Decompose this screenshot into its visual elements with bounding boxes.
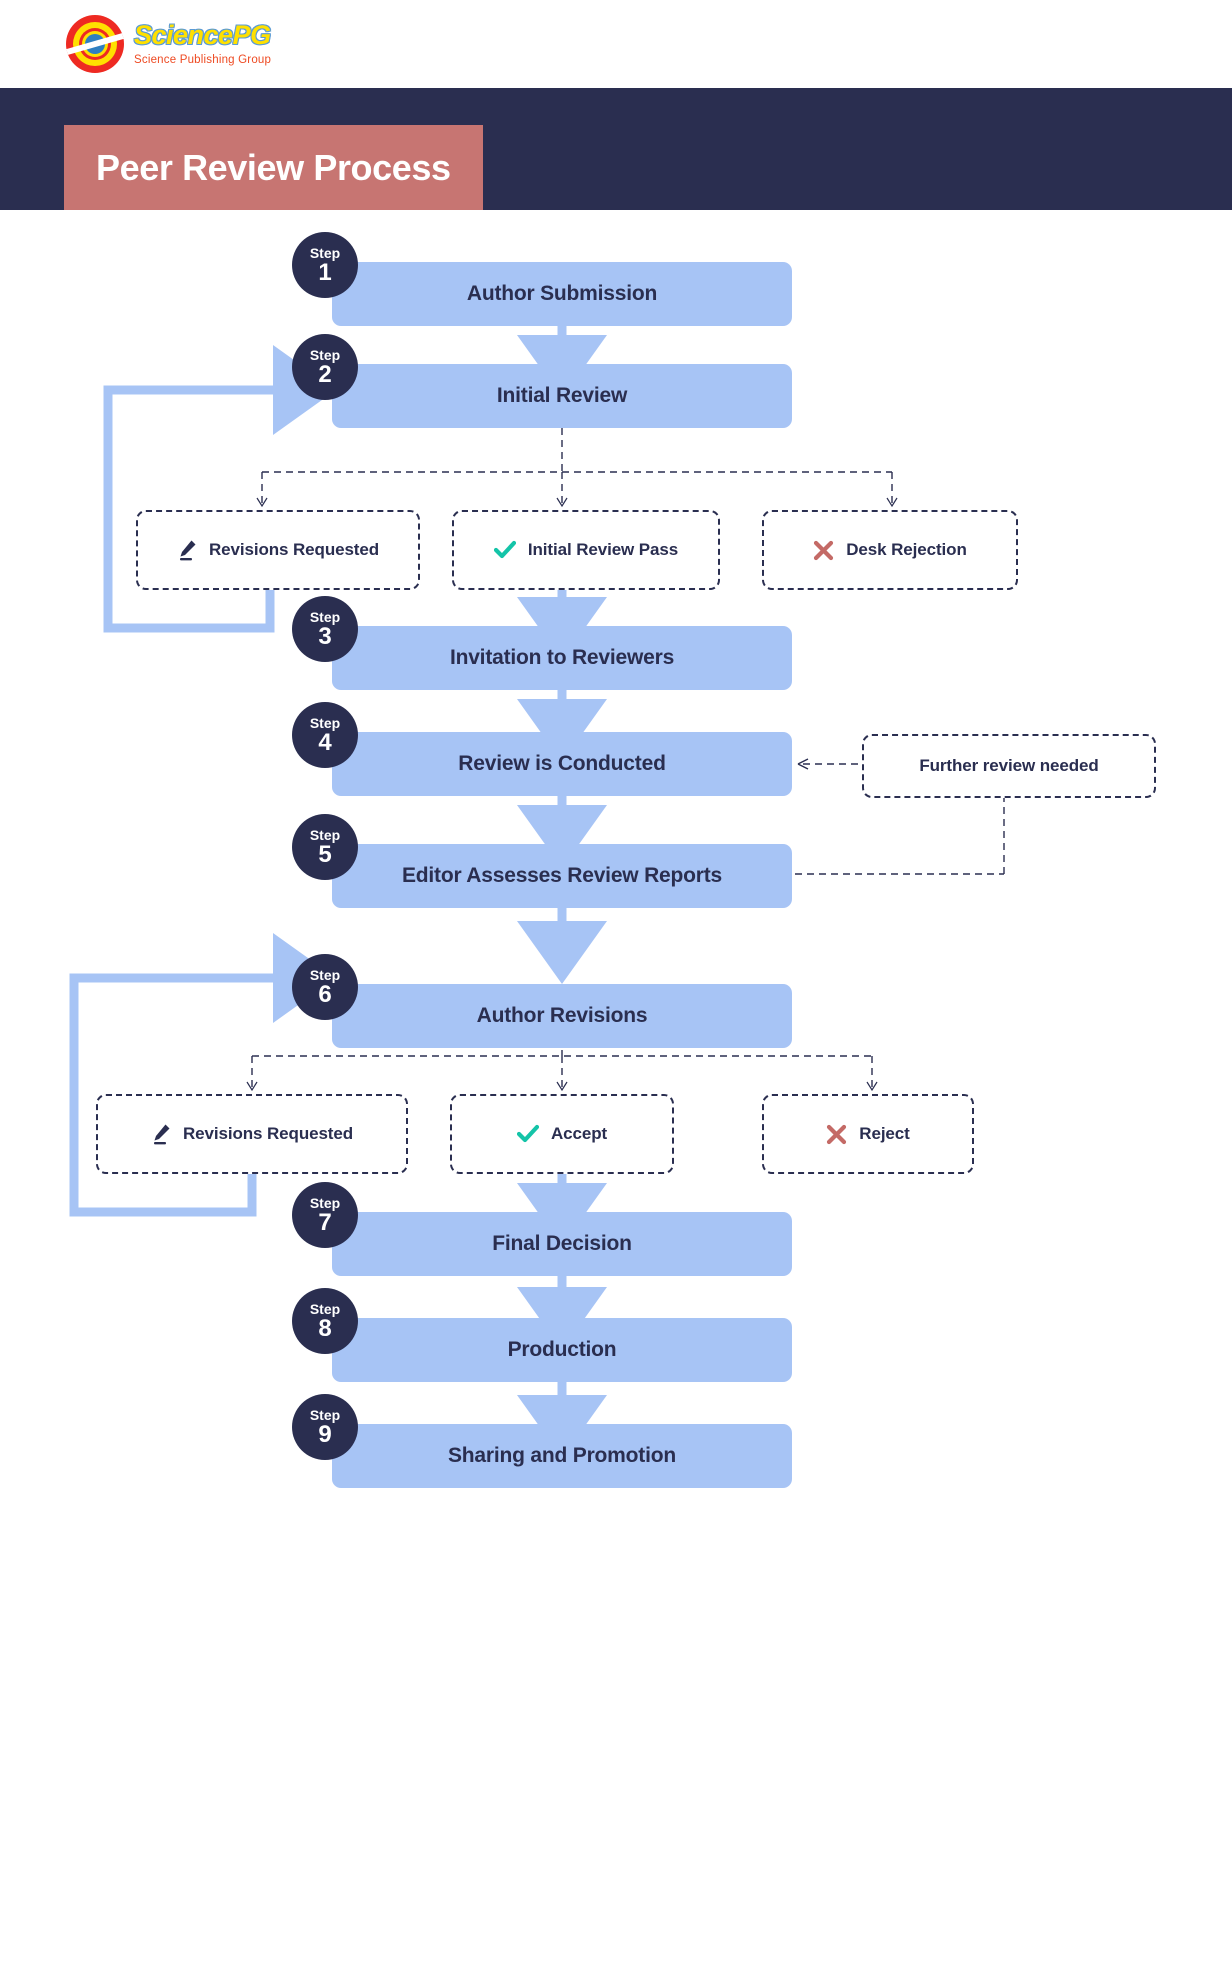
branch-revisions-requested-2[interactable]: Revisions Requested <box>96 1094 408 1174</box>
branch-initial-review-pass[interactable]: Initial Review Pass <box>452 510 720 590</box>
step-bar-5[interactable]: Editor Assesses Review Reports <box>332 844 792 908</box>
step-bar-9[interactable]: Sharing and Promotion <box>332 1424 792 1488</box>
note-further-review-needed[interactable]: Further review needed <box>862 734 1156 798</box>
brand-name: SciencePG <box>134 19 271 50</box>
step-number-1: 1 <box>318 258 332 286</box>
step-bar-8[interactable]: Production <box>332 1318 792 1382</box>
step-label-5: Editor Assesses Review Reports <box>401 864 723 887</box>
step-badge-4: Step 4 <box>292 702 358 768</box>
flowchart-canvas: Author Submission Step 1 Initial Review … <box>0 210 1232 1986</box>
step-number-7: 7 <box>318 1208 332 1236</box>
step-number-6: 6 <box>318 980 332 1008</box>
step-bar-6[interactable]: Author Revisions <box>332 984 792 1048</box>
step-badge-7: Step 7 <box>292 1182 358 1248</box>
step-badge-6: Step 6 <box>292 954 358 1020</box>
step-badge-3: Step 3 <box>292 596 358 662</box>
step-word-5: Step <box>309 826 341 843</box>
page-banner: Peer Review Process <box>0 88 1232 210</box>
cross-icon <box>826 1124 847 1145</box>
pencil-icon <box>177 539 197 561</box>
logo-bar: SciencePG Science Publishing Group <box>0 0 1232 88</box>
step-label-7: Final Decision <box>492 1232 632 1255</box>
step-bar-1[interactable]: Author Submission <box>332 262 792 326</box>
page-title: Peer Review Process <box>96 146 451 188</box>
step-label-3: Invitation to Reviewers <box>449 646 675 669</box>
step-label-9: Sharing and Promotion <box>448 1444 676 1467</box>
branch-desk-rejection[interactable]: Desk Rejection <box>762 510 1018 590</box>
step-word-7: Step <box>309 1194 341 1211</box>
step-badge-8: Step 8 <box>292 1288 358 1354</box>
step-number-3: 3 <box>318 622 332 650</box>
step-word-8: Step <box>309 1300 341 1317</box>
step-badge-9: Step 9 <box>292 1394 358 1460</box>
branch-revisions-requested-1[interactable]: Revisions Requested <box>136 510 420 590</box>
step-number-5: 5 <box>318 840 332 868</box>
check-icon <box>493 540 516 560</box>
brand-tagline: Science Publishing Group <box>134 53 272 66</box>
check-icon <box>516 1124 539 1144</box>
branch-reject[interactable]: Reject <box>762 1094 974 1174</box>
brand-logo: SciencePG Science Publishing Group <box>66 15 271 73</box>
step-bar-4[interactable]: Review is Conducted <box>332 732 792 796</box>
step-word-1: Step <box>309 244 341 261</box>
branch-label: Reject <box>859 1124 910 1143</box>
pencil-icon <box>151 1123 171 1145</box>
step-number-2: 2 <box>318 360 332 388</box>
branch-label: Desk Rejection <box>846 540 967 559</box>
step-word-3: Step <box>309 608 341 625</box>
step-label-6: Author Revisions <box>476 1004 648 1027</box>
step-badge-5: Step 5 <box>292 814 358 880</box>
page-title-box: Peer Review Process <box>64 125 483 210</box>
step-label-8: Production <box>507 1338 617 1361</box>
step-word-2: Step <box>309 346 341 363</box>
step-bar-7[interactable]: Final Decision <box>332 1212 792 1276</box>
step-badge-1: Step 1 <box>292 232 358 298</box>
step-bar-2[interactable]: Initial Review <box>332 364 792 428</box>
sciencepg-circle-logo-icon <box>66 15 124 73</box>
step-word-4: Step <box>309 714 341 731</box>
step-bar-3[interactable]: Invitation to Reviewers <box>332 626 792 690</box>
step-word-9: Step <box>309 1406 341 1423</box>
step-label-4: Review is Conducted <box>458 752 666 775</box>
branch-label: Initial Review Pass <box>527 540 679 559</box>
step-badge-2: Step 2 <box>292 334 358 400</box>
step-word-6: Step <box>309 966 341 983</box>
branch-label: Revisions Requested <box>182 1124 354 1143</box>
step-number-4: 4 <box>318 728 332 756</box>
step-label-2: Initial Review <box>496 384 628 407</box>
branch-label: Revisions Requested <box>208 540 380 559</box>
step-number-9: 9 <box>318 1420 332 1448</box>
note-label: Further review needed <box>919 756 1099 775</box>
cross-icon <box>813 540 834 561</box>
step-number-8: 8 <box>318 1314 332 1342</box>
step-label-1: Author Submission <box>466 282 658 305</box>
branch-label: Accept <box>550 1124 608 1143</box>
branch-accept[interactable]: Accept <box>450 1094 674 1174</box>
